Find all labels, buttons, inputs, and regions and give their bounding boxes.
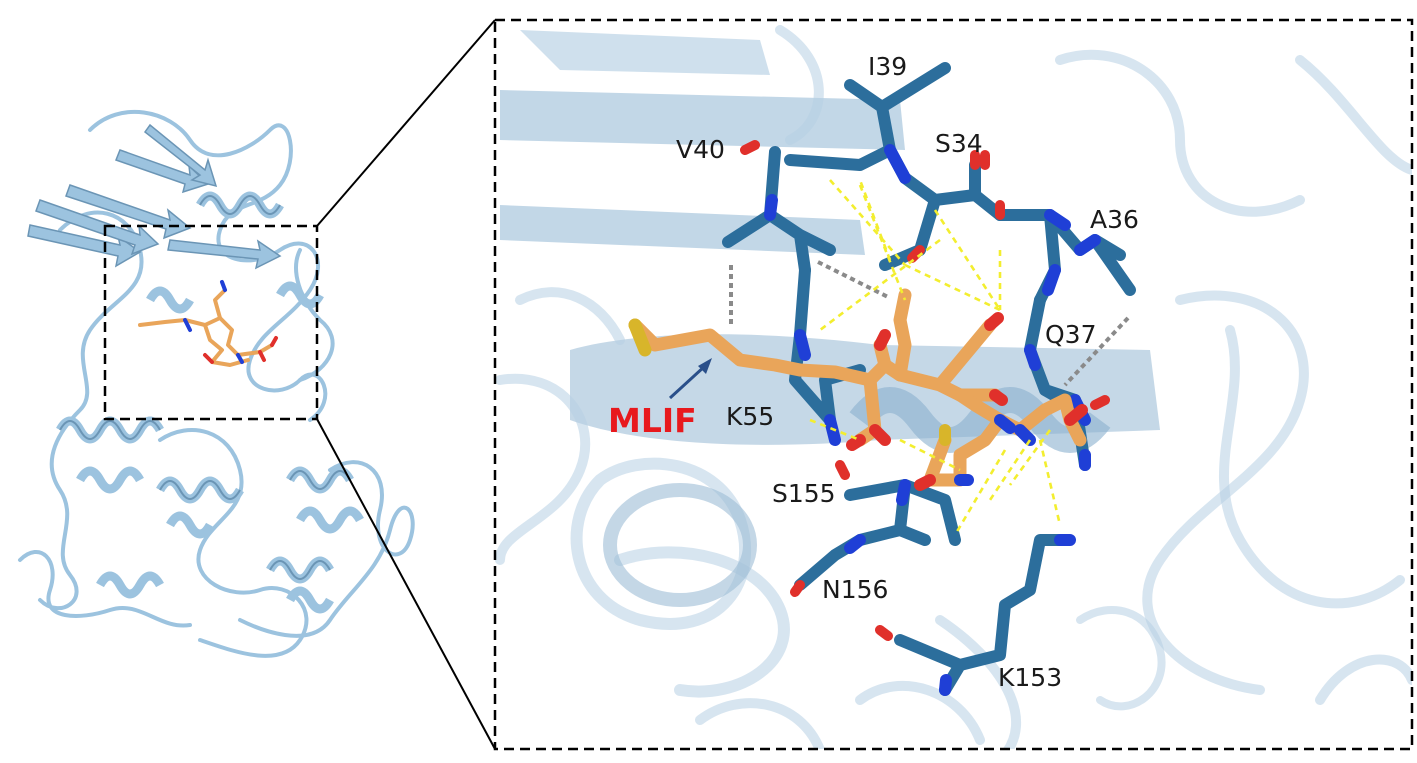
residue-label-s34: S34: [935, 129, 983, 158]
zoom-panel-border: [493, 18, 1414, 751]
residue-label-a36: A36: [1090, 205, 1139, 234]
overview-protein: [18, 109, 415, 658]
zoom-connector-top: [316, 19, 496, 227]
overview-zoom-box: [103, 224, 319, 421]
overview-ligand: [138, 280, 278, 367]
residue-label-n156: N156: [822, 575, 888, 604]
residue-label-v40: V40: [676, 135, 725, 164]
zoom-connector-bottom: [316, 418, 496, 750]
residue-label-q37: Q37: [1045, 320, 1097, 349]
ligand-sticks: [628, 288, 1088, 491]
polar-contacts: [809, 179, 1062, 536]
ligand-label-mlif: MLIF: [608, 401, 697, 440]
residue-label-k153: K153: [998, 663, 1062, 692]
residue-label-i39: I39: [868, 52, 907, 81]
residue-label-s155: S155: [772, 479, 836, 508]
grey-contacts: [729, 260, 1130, 387]
ligand-arrow: [668, 358, 712, 400]
residue-label-k55: K55: [726, 402, 774, 431]
zoom-panel: [495, 25, 1412, 749]
